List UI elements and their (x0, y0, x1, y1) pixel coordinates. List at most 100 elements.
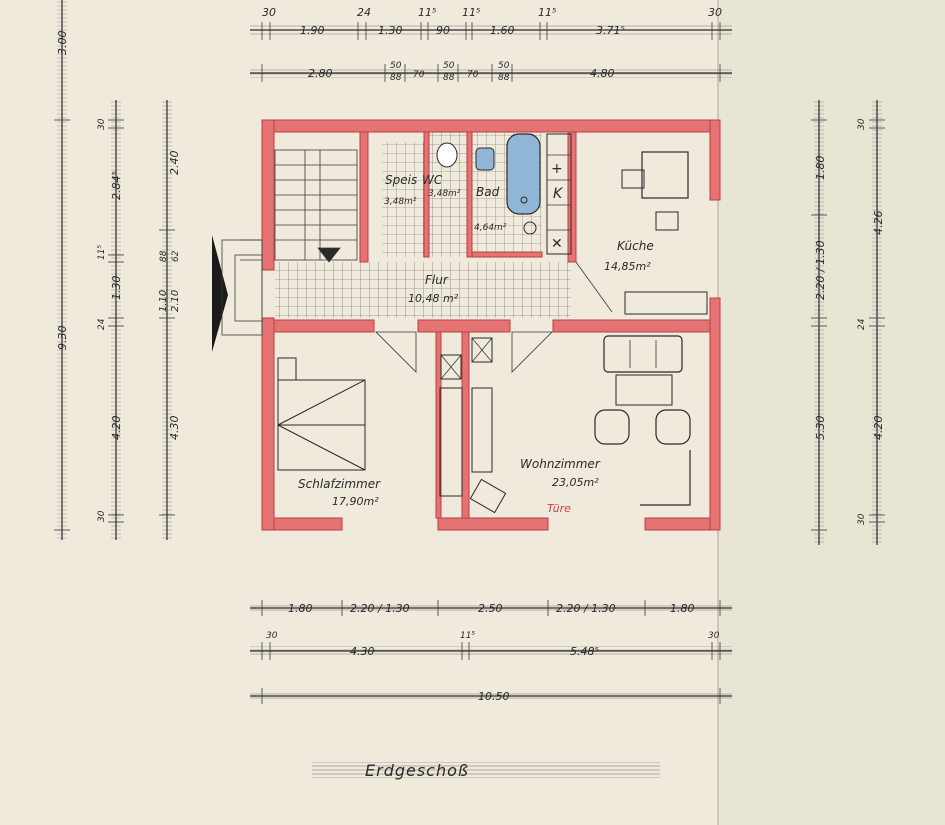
chimney-2 (471, 337, 493, 363)
speis-sink (523, 221, 537, 235)
dim-top2-70-a: 70 (413, 70, 425, 80)
kitchen-chair-bottom (655, 211, 679, 231)
wall-bedroom-living (461, 331, 470, 519)
plus-icon: + (551, 161, 563, 177)
armchair-right (655, 409, 691, 445)
dim-left-win-2-40: 2.40 (168, 151, 181, 176)
bottom-dimension-row-2: 30 4.30 11⁵ 5.48⁵ 30 (250, 631, 732, 660)
wall-stair-right (359, 131, 369, 263)
dim-bottom-2-20-1-30-right: 2.20 / 1.30 (556, 602, 616, 615)
dim-bottom-1-80-right: 1.80 (670, 602, 695, 615)
room-wc-area: 3,48m² (428, 189, 461, 199)
top-dimension-row-2: 2.80 50 88 70 50 88 70 50 88 4.80 (250, 61, 732, 83)
dim-left-in-30-top: 30 (97, 118, 107, 130)
bedside-table (277, 357, 297, 381)
dim-bottom-2-50: 2.50 (478, 602, 503, 615)
dim-bottom-1-80-left: 1.80 (288, 602, 313, 615)
wall-left-top (261, 119, 275, 271)
kitchen-counter-bottom (624, 291, 708, 315)
dim-top-1-30: 1.30 (378, 24, 403, 37)
dim-top2-50-b: 50 (443, 61, 455, 71)
wall-wc-right (466, 131, 473, 258)
bathroom-fixtures (436, 133, 541, 235)
room-flur-area: 10,48 m² (408, 292, 459, 305)
bottom-total-dimension: 10.50 (250, 688, 732, 704)
dim-top-30-left: 30 (262, 6, 276, 19)
stove-k-icon: K (553, 186, 564, 202)
building-outline (261, 119, 721, 531)
bath-drain-icon (520, 196, 528, 204)
dim-right-5-30: 5.30 (814, 416, 827, 441)
bathtub (506, 133, 541, 215)
dim-top-1-90: 1.90 (300, 24, 325, 37)
dim-right-in-4-26: 4.26 (872, 211, 885, 236)
dim-bottom2-4-30: 4.30 (350, 645, 375, 658)
dim-top2-50-c: 50 (498, 61, 510, 71)
room-schlafzimmer-area: 17,90m² (332, 495, 379, 508)
dim-bottom2-115: 11⁵ (460, 631, 475, 641)
dim-left-9-30: 9.30 (56, 326, 69, 351)
wall-bottom-mid (437, 517, 549, 531)
cross-icon: ✕ (551, 236, 563, 252)
armchair-left (594, 409, 630, 445)
door-note: Türe (547, 502, 571, 515)
room-labels: Speis 3,48m² WC 3,48m² Bad 4,64m² Küche … (298, 173, 654, 515)
living-stove (469, 478, 507, 514)
living-room-furniture (440, 335, 691, 514)
kitchen-table (641, 151, 689, 199)
dim-left-win-2-10: 2.10 (170, 290, 181, 312)
speis-floor-tiles (382, 142, 424, 257)
dim-left-in-2-845: 2.84⁵ (110, 171, 123, 200)
wardrobe (439, 387, 463, 497)
left-window-dimension: 2.40 1.10 2.10 88 62 4.30 (158, 100, 181, 540)
corner-bench (640, 450, 691, 506)
dim-top2-88-b: 88 (443, 73, 455, 83)
right-outer-dimension: 1.80 2.20 / 1.30 5.30 (811, 100, 827, 545)
room-speis-name: Speis (385, 173, 417, 187)
dim-left-in-115: 11⁵ (97, 245, 107, 260)
top-dimension-row-1: 30 1.90 24 1.30 11⁵ 90 11⁵ 1.60 11⁵ 3.71… (250, 6, 732, 40)
washbasin (475, 147, 495, 171)
dim-left-win-62: 62 (171, 250, 181, 262)
wall-top (261, 119, 721, 133)
dim-top-115-a: 11⁵ (418, 6, 436, 19)
wall-speis-right (423, 131, 430, 258)
room-wc-name: WC (422, 173, 443, 187)
dim-left-win-1-10: 1.10 (158, 290, 169, 312)
dim-top2-4-80: 4.80 (590, 67, 615, 80)
plan-title: Erdgeschoß (312, 761, 660, 780)
room-kueche-area: 14,85m² (604, 260, 651, 273)
dim-left-in-4-20: 4.20 (110, 416, 123, 441)
dim-right-in-24: 24 (857, 318, 867, 330)
dim-bottom2-30-left: 30 (266, 631, 278, 641)
wall-bath-bottom (471, 251, 543, 258)
room-bad-name: Bad (476, 185, 500, 199)
wall-right-mid (709, 297, 721, 531)
room-kueche-name: Küche (617, 239, 654, 253)
living-cabinet (471, 387, 493, 473)
entrance-arrow-icon (212, 235, 228, 352)
wall-flur-bottom-right (552, 319, 711, 333)
dim-right-1-80: 1.80 (814, 156, 827, 181)
dim-top-115-c: 11⁵ (538, 6, 556, 19)
wall-left-bottom (261, 317, 275, 531)
dim-top2-88-a: 88 (390, 73, 402, 83)
dim-left-win-4-30: 4.30 (168, 416, 181, 441)
dim-right-2-20-1-30: 2.20 / 1.30 (814, 240, 827, 300)
room-bad-area: 4,64m² (474, 223, 507, 233)
dim-right-in-30-bottom: 30 (857, 513, 867, 525)
chimney-1 (440, 354, 462, 380)
entrance-steps (221, 239, 263, 336)
dim-left-in-24: 24 (97, 318, 107, 330)
dim-left-in-30-bottom: 30 (97, 510, 107, 522)
left-outer-dimension: 3.00 9.30 (54, 0, 70, 540)
dim-top-115-b: 11⁵ (462, 6, 480, 19)
dim-top-30-right: 30 (708, 6, 722, 19)
dim-left-in-1-30: 1.30 (110, 276, 123, 301)
dim-bottom2-5-485: 5.48⁵ (570, 645, 599, 658)
dim-right-in-4-20: 4.20 (872, 416, 885, 441)
kitchen-furniture: K + ✕ (546, 133, 708, 315)
right-inner-dimension: 30 4.26 24 4.20 30 (857, 100, 885, 545)
staircase (274, 149, 358, 263)
